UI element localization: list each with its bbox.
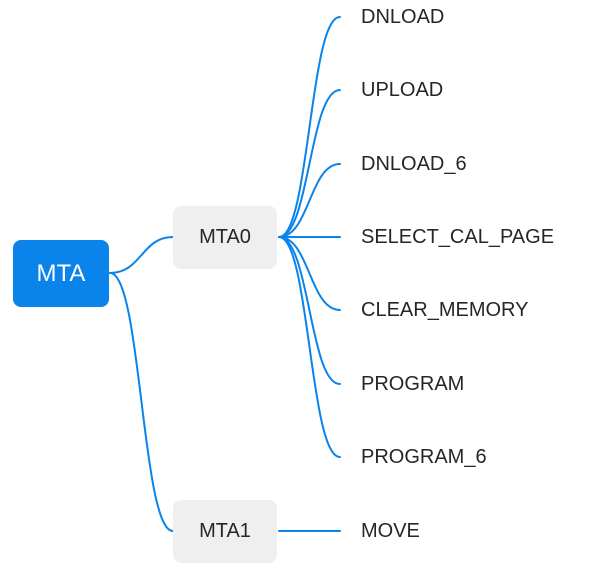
edge-mta0-to-leaf-1 (278, 89, 341, 238)
root-node-mta[interactable]: MTA (13, 240, 109, 307)
leaf-node-dnload-6[interactable]: DNLOAD_6 (361, 153, 467, 175)
edge-root-to-mta0 (109, 236, 174, 274)
leaf-node-program-6[interactable]: PROGRAM_6 (361, 446, 487, 468)
leaf-node-clear-memory[interactable]: CLEAR_MEMORY (361, 299, 529, 321)
edge-mta0-to-leaf-4 (278, 236, 341, 311)
edge-mta0-to-leaf-6 (278, 236, 341, 458)
edge-mta0-to-leaf-2 (278, 163, 341, 238)
branch-node-label: MTA1 (199, 520, 251, 542)
leaf-node-move[interactable]: MOVE (361, 520, 420, 542)
leaf-node-dnload[interactable]: DNLOAD (361, 6, 445, 28)
leaf-node-select-cal-page[interactable]: SELECT_CAL_PAGE (361, 226, 555, 248)
leaf-node-upload[interactable]: UPLOAD (361, 79, 444, 101)
branch-node-label: MTA0 (199, 226, 251, 248)
root-node-label: MTA (36, 259, 86, 287)
edge-mta0-to-leaf-0 (278, 16, 341, 238)
branch-node-mta1[interactable]: MTA1 (173, 500, 277, 563)
branch-node-mta0[interactable]: MTA0 (173, 206, 277, 269)
edge-root-to-mta1 (109, 272, 174, 532)
leaf-node-program[interactable]: PROGRAM (361, 373, 465, 395)
edge-mta0-to-leaf-5 (278, 236, 341, 385)
